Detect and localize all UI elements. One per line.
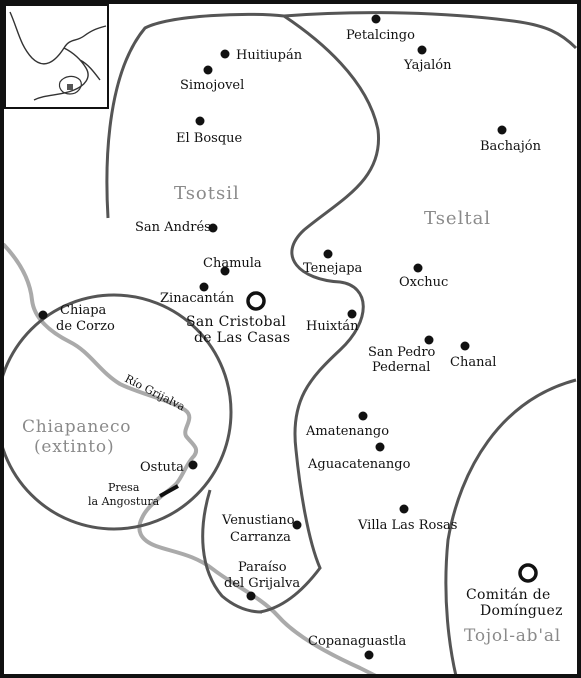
- town-dot-paraiso-del-grijalva: [246, 591, 256, 601]
- city-label-comitan: Comitán de: [466, 587, 551, 603]
- town-label-ostuta: Ostuta: [140, 460, 184, 475]
- city-label-de-las-casas: de Las Casas: [194, 330, 290, 346]
- town-dot-san-andres: [208, 223, 218, 233]
- chiapaneco-region-boundary: [0, 293, 233, 531]
- region-label-chiapaneco-extinct: (extinto): [34, 437, 114, 457]
- region-label-tojolabal: Tojol-ab'al: [464, 626, 561, 646]
- city-label-san-cristobal: San Cristobal: [186, 314, 286, 330]
- city-label-dominguez: Domínguez: [480, 603, 563, 619]
- town-label-oxchuc: Oxchuc: [399, 275, 448, 290]
- town-label-venustiano: Venustiano: [221, 513, 295, 528]
- town-label-san-andres: San Andrés: [135, 220, 211, 235]
- town-dot-huixtan: [347, 309, 357, 319]
- town-dot-petalcingo: [371, 14, 381, 24]
- tsotsil-southern-boundary: [201, 489, 263, 614]
- town-label-bachajon: Bachajón: [480, 139, 542, 154]
- town-dot-simojovel: [203, 65, 213, 75]
- town-dot-copanaguastla: [364, 650, 374, 660]
- inset-locator-map: [4, 4, 109, 109]
- town-label-san-pedro: San Pedro: [368, 345, 436, 360]
- town-dot-amatenango: [358, 411, 368, 421]
- tojolabal-region-boundary: [444, 378, 577, 677]
- town-dot-tenejapa: [323, 249, 333, 259]
- town-label-paraiso: Paraíso: [238, 560, 287, 575]
- town-dot-chanal: [460, 341, 470, 351]
- town-dot-chamula: [220, 266, 230, 276]
- town-dot-aguacatenango: [375, 442, 385, 452]
- town-dot-huitiupan: [220, 49, 230, 59]
- town-dot-venustiano-carranza: [292, 520, 302, 530]
- region-label-tseltal: Tseltal: [424, 208, 491, 229]
- dam-marker: [159, 484, 179, 498]
- town-label-copanaguastla: Copanaguastla: [308, 634, 406, 649]
- inset-highlight-marker: [67, 84, 73, 90]
- dam-label-presa: Presa: [108, 481, 140, 494]
- river-label: Río Grijalva: [123, 372, 188, 414]
- town-label-chiapa: Chiapa: [60, 303, 107, 318]
- town-label-carranza: Carranza: [230, 530, 291, 545]
- town-dot-ostuta: [188, 460, 198, 470]
- inset-coastline: [9, 11, 107, 101]
- town-label-aguacatenango: Aguacatenango: [307, 457, 411, 472]
- town-label-simojovel: Simojovel: [180, 78, 244, 93]
- town-label-villa-las-rosas: Villa Las Rosas: [357, 518, 457, 533]
- town-dot-el-bosque: [195, 116, 205, 126]
- town-label-yajalon: Yajalón: [403, 58, 452, 73]
- town-markers: [38, 14, 507, 660]
- town-dot-yajalon: [417, 45, 427, 55]
- town-label-chanal: Chanal: [450, 355, 496, 370]
- town-label-el-bosque: El Bosque: [176, 131, 243, 146]
- town-dot-chiapa-de-corzo: [38, 310, 48, 320]
- town-label-petalcingo: Petalcingo: [346, 28, 415, 43]
- comitan-marker: [518, 563, 538, 583]
- town-label-pedernal: Pedernal: [372, 360, 430, 375]
- town-label-de-corzo: de Corzo: [56, 319, 115, 334]
- town-dot-villa-las-rosas: [399, 504, 409, 514]
- town-dot-san-pedro-pedernal: [424, 335, 434, 345]
- town-label-amatenango: Amatenango: [305, 424, 389, 439]
- rio-grijalva-river: [2, 243, 378, 678]
- region-label-chiapaneco: Chiapaneco: [22, 417, 131, 437]
- region-label-tsotsil: Tsotsil: [174, 183, 240, 204]
- inset-frame: [4, 4, 109, 109]
- dam-label-angostura: la Angostura: [88, 495, 160, 508]
- town-label-huitiupan: Huitiupán: [236, 48, 303, 63]
- tsotsil-tseltal-boundary: [105, 12, 381, 614]
- town-dot-oxchuc: [413, 263, 423, 273]
- town-dot-zinacantan: [199, 282, 209, 292]
- town-label-tenejapa: Tenejapa: [303, 261, 363, 276]
- tseltal-outer-boundary: [283, 11, 578, 50]
- inset-region-outline: [58, 75, 82, 95]
- town-label-zinacantan: Zinacantán: [160, 291, 235, 306]
- town-label-del-grijalva: del Grijalva: [224, 576, 300, 591]
- san-cristobal-marker: [246, 291, 266, 311]
- town-label-chamula: Chamula: [203, 256, 262, 271]
- town-label-huixtan: Huixtán: [306, 319, 359, 334]
- town-dot-bachajon: [497, 125, 507, 135]
